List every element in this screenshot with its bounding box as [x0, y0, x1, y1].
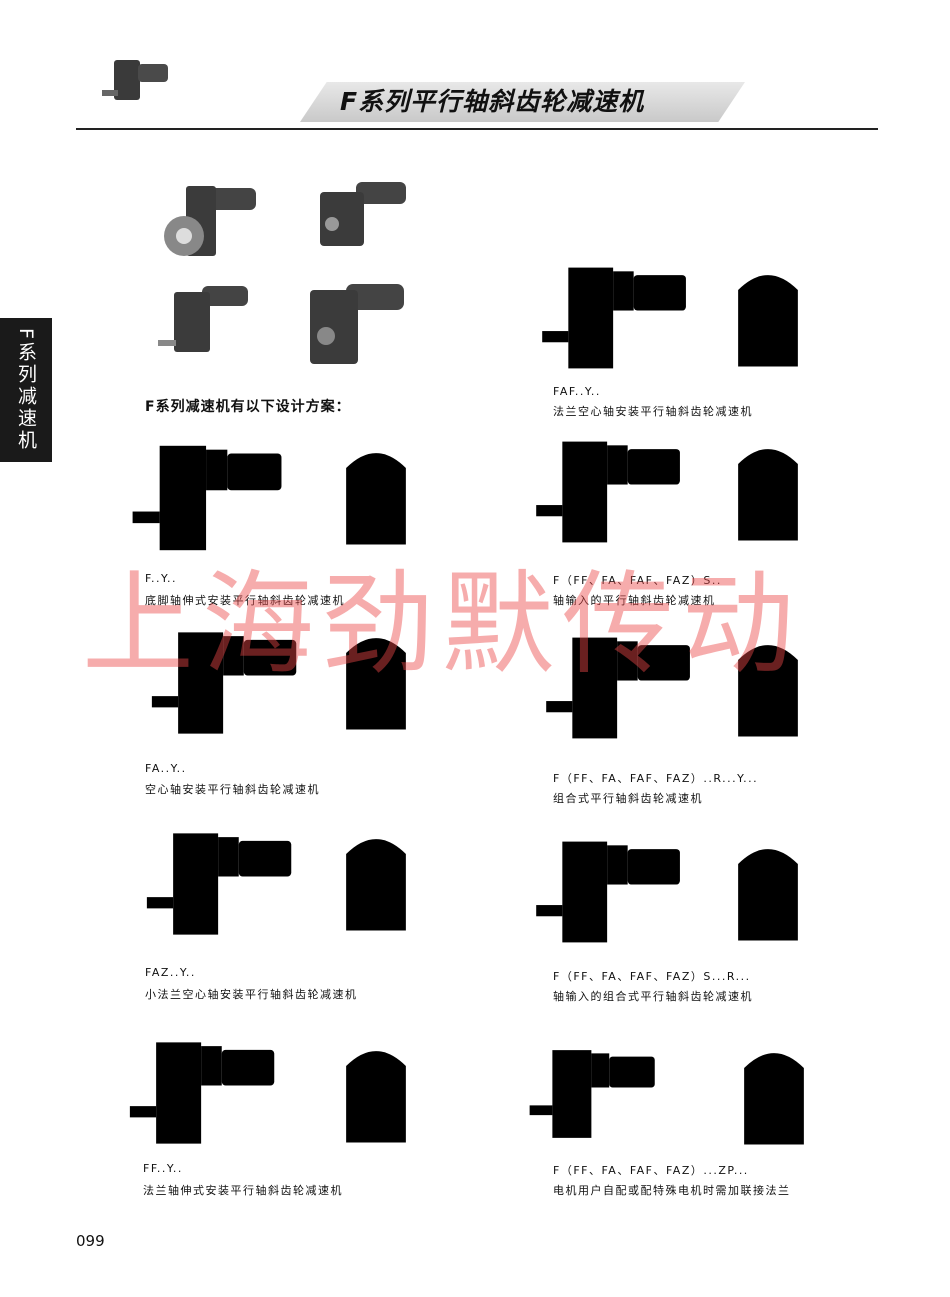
design-desc: 空心轴安装平行轴斜齿轮减速机 — [145, 783, 320, 796]
drawing-ff-side — [129, 1042, 275, 1144]
drawing-faz-front — [346, 839, 406, 931]
design-desc: 法兰空心轴安装平行轴斜齿轮减速机 — [553, 405, 753, 418]
design-desc: 轴输入的组合式平行轴斜齿轮减速机 — [553, 990, 753, 1003]
drawing-faf-front — [738, 275, 798, 367]
product-photo-ff — [310, 284, 404, 364]
design-code: FF..Y.. — [143, 1162, 183, 1175]
design-code: F..Y.. — [145, 572, 178, 585]
design-code: FA..Y.. — [145, 762, 187, 775]
drawing-fsr-front — [738, 849, 798, 941]
design-code: FAZ..Y.. — [145, 966, 196, 979]
intro-text: F系列减速机有以下设计方案： — [145, 399, 351, 415]
drawing-faf-side — [542, 267, 686, 369]
design-code: F（FF、FA、FAF、FAZ）..R...Y... — [553, 772, 759, 785]
design-desc: 轴输入的平行轴斜齿轮减速机 — [553, 594, 716, 607]
drawing-ff-front — [346, 1051, 406, 1143]
design-code: F（FF、FA、FAF、FAZ）S...R... — [553, 970, 751, 983]
product-photo-fa — [320, 182, 406, 246]
design-desc: 组合式平行轴斜齿轮减速机 — [553, 792, 703, 805]
design-code: F（FF、FA、FAF、FAZ）...ZP... — [553, 1164, 749, 1177]
drawing-fa-side — [151, 632, 297, 734]
design-desc: 法兰轴伸式安装平行轴斜齿轮减速机 — [143, 1184, 343, 1197]
drawing-f-side — [132, 445, 282, 551]
design-code: F（FF、FA、FAF、FAZ）S.. — [553, 574, 722, 587]
header-rule — [76, 128, 878, 130]
drawing-fr-side — [546, 637, 690, 739]
design-desc: 电机用户自配或配特殊电机时需加联接法兰 — [553, 1184, 791, 1197]
drawing-faz-side — [146, 833, 292, 935]
drawing-fsr-side — [536, 841, 680, 943]
drawing-fzp-side — [529, 1050, 655, 1138]
header-product-photo — [102, 60, 168, 100]
drawing-fzp-front — [744, 1053, 804, 1145]
page-title: F系列平行轴斜齿轮减速机 — [340, 87, 645, 116]
drawing-f-front — [346, 453, 406, 545]
design-desc: 小法兰空心轴安装平行轴斜齿轮减速机 — [145, 988, 358, 1001]
side-tab: F系列减速机 — [0, 318, 52, 462]
title-banner — [300, 82, 745, 122]
drawing-fs-side — [536, 441, 680, 543]
product-photo-f — [158, 286, 248, 352]
product-photo-faf — [164, 186, 256, 256]
drawing-fa-front — [346, 638, 406, 730]
design-code: FAF..Y.. — [553, 385, 601, 398]
page-number: 099 — [76, 1232, 105, 1250]
design-desc: 底脚轴伸式安装平行轴斜齿轮减速机 — [145, 594, 345, 607]
drawing-fr-front — [738, 645, 798, 737]
drawing-fs-front — [738, 449, 798, 541]
